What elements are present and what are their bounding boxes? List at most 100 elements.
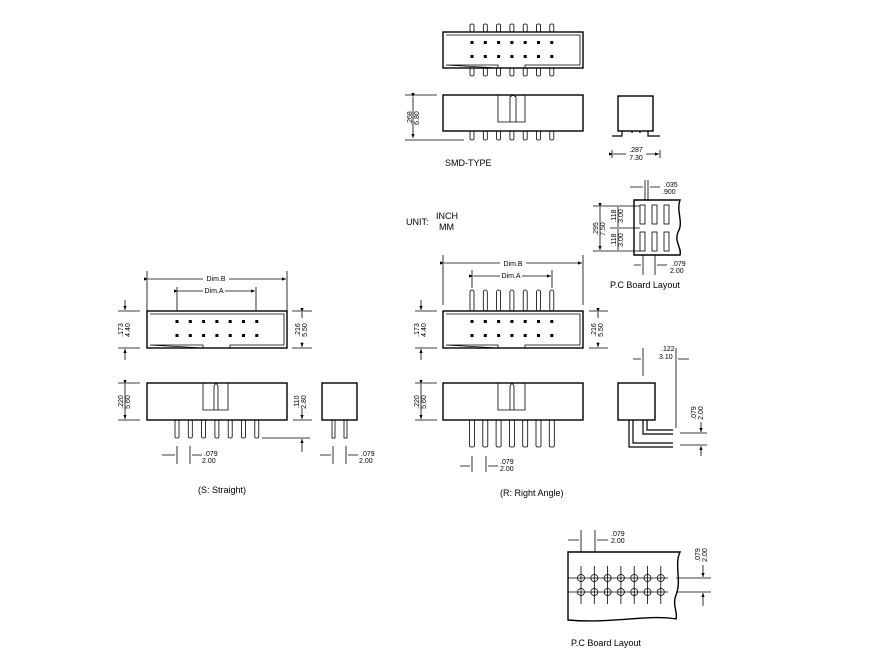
- dim-a-label: Dim.A: [204, 288, 223, 295]
- pin: [509, 130, 515, 141]
- dim-outer-mm: 5.50: [302, 323, 309, 337]
- pin-hole: [523, 55, 527, 58]
- dim-pcb2-row-inch: .079: [695, 548, 702, 562]
- pin: [522, 130, 528, 141]
- pin-hole: [523, 41, 527, 44]
- dim-slot-mm: .900: [662, 189, 676, 196]
- straight-side-view: .220 5.60 .110 2.80 .079 2.00: [118, 380, 312, 465]
- dim-pitch-r-mm: 2.00: [500, 466, 514, 473]
- pcb-layout-label-1: P.C Board Layout: [610, 280, 680, 290]
- dim-ra-pitch-inch: .079: [691, 406, 698, 420]
- dim-inner-mm: 4.40: [125, 323, 132, 337]
- pin-hole: [470, 55, 474, 58]
- straight-end-view: .079 2.00: [320, 382, 375, 465]
- pin: [469, 419, 475, 448]
- smd-end-view: .287 7.30: [609, 95, 661, 162]
- pin-hole: [497, 55, 501, 58]
- pcb-hole: [577, 588, 585, 596]
- pin: [509, 67, 515, 77]
- pin: [496, 130, 502, 141]
- pin: [482, 130, 488, 141]
- pin: [495, 419, 502, 448]
- dim-pinlen-mm: 2.80: [301, 395, 308, 409]
- right-angle-side-view: .220 5.60 .079 2.00: [414, 380, 584, 473]
- dim-pitch-end-mm: 2.00: [359, 458, 373, 465]
- pin: [496, 23, 502, 33]
- pin-hole: [510, 55, 514, 58]
- pin: [522, 23, 528, 33]
- smd-type-label: SMD-TYPE: [445, 158, 492, 168]
- pin: [469, 67, 475, 77]
- dim-pitch-end-inch: .079: [361, 451, 375, 458]
- dim-inner-ra-mm: 4.40: [421, 323, 428, 337]
- pin-hole: [215, 334, 219, 337]
- pin-hole: [550, 334, 554, 337]
- pin: [482, 419, 489, 448]
- pcb-layout-label-2: P.C Board Layout: [571, 638, 641, 648]
- pcb-hole: [630, 588, 639, 596]
- pin-hole: [470, 320, 474, 323]
- dim-row1-inch: .118: [611, 209, 618, 222]
- pin: [469, 23, 475, 33]
- dim-inner-ra-inch: .173: [414, 323, 421, 337]
- pin-hole: [202, 334, 206, 337]
- dim-side-inch: .220: [118, 395, 125, 409]
- dim-pinlen-inch: .110: [294, 395, 301, 408]
- dim-row1-mm: 3.00: [618, 209, 625, 223]
- dim-slot-inch: .035: [664, 182, 678, 189]
- pin-hole: [188, 320, 192, 323]
- pin-hole: [228, 334, 232, 337]
- pin-hole: [537, 334, 540, 337]
- dim-smd-width-inch: .287: [629, 147, 643, 154]
- pin-hole: [242, 334, 245, 337]
- pin-hole: [483, 320, 487, 323]
- dim-total-inch: .295: [593, 222, 600, 236]
- pin: [187, 419, 193, 439]
- pcb-hole: [590, 588, 599, 596]
- pcb-hole: [603, 574, 612, 582]
- dim-row2-inch: .118: [611, 233, 618, 246]
- pin-hole: [510, 334, 514, 337]
- pin-hole: [255, 334, 259, 337]
- pcb-hole: [617, 588, 625, 596]
- pin-hole: [537, 41, 540, 44]
- pin: [549, 67, 555, 77]
- pin-hole: [470, 41, 474, 44]
- pin: [522, 289, 528, 312]
- pin: [535, 419, 542, 448]
- pin: [522, 419, 529, 448]
- dim-pcb2-row-mm: 2.00: [702, 548, 709, 562]
- dim-pcb2-pitch-inch: .079: [611, 531, 625, 538]
- unit-inch: INCH: [436, 211, 458, 221]
- pcb-hole: [643, 588, 652, 596]
- dim-outer-ra-inch: .216: [591, 323, 598, 337]
- pin: [536, 289, 541, 312]
- pin: [536, 67, 541, 77]
- dim-side-ra-inch: .220: [414, 395, 421, 409]
- dim-side-ra-mm: 5.60: [421, 395, 428, 409]
- pcb-hole: [590, 574, 599, 582]
- dim-offset-mm: 3.10: [659, 354, 673, 361]
- dim-smd-width-mm: 7.30: [629, 155, 643, 162]
- dim-row2-mm: 3.00: [618, 233, 625, 247]
- pin-hole: [255, 320, 259, 323]
- pin-hole: [228, 320, 232, 323]
- pin: [549, 130, 555, 141]
- pin-hole: [497, 320, 501, 323]
- pin: [549, 289, 555, 312]
- pin-hole: [497, 41, 501, 44]
- dim-pitch-mm: 2.00: [670, 268, 684, 275]
- pin: [508, 419, 515, 448]
- pcb-hole: [577, 574, 585, 582]
- pin-hole: [550, 55, 554, 58]
- pin: [522, 67, 528, 77]
- pin: [174, 419, 180, 439]
- pin: [482, 289, 488, 312]
- pin: [548, 419, 555, 448]
- pin: [482, 23, 488, 33]
- dim-side-mm: 5.60: [125, 395, 132, 409]
- dim-offset-inch: .122: [661, 346, 675, 353]
- pcb-layout-holes: .079 2.00 .079 2.00: [567, 530, 711, 622]
- pin-hole: [537, 320, 540, 323]
